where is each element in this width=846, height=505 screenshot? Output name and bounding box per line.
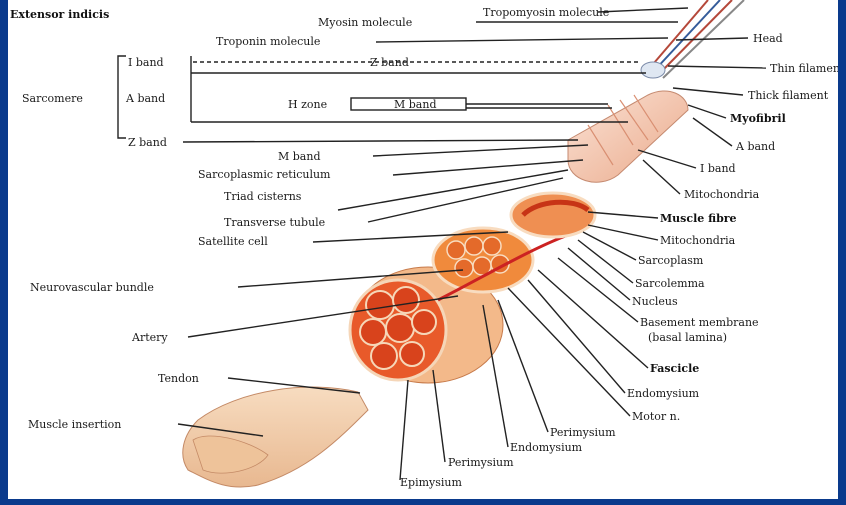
label-endomysium-bottom: Endomysium [510, 441, 583, 454]
label-perimysium-right: Perimysium [550, 426, 616, 439]
label-thick-filament: Thick filament [748, 89, 829, 102]
label-sarcomere: Sarcomere [22, 92, 83, 105]
label-m-band-box: M band [394, 98, 437, 111]
label-a-band-bracket: A band [125, 92, 165, 105]
label-nucleus: Nucleus [632, 295, 678, 308]
label-motor-n: Motor n. [632, 410, 680, 423]
label-i-band-right: I band [700, 162, 736, 175]
label-fascicle: Fascicle [650, 362, 699, 375]
figure-title: Extensor indicis [10, 8, 109, 21]
label-sarcolemma: Sarcolemma [635, 277, 705, 290]
label-myofibril: Myofibril [730, 112, 786, 125]
label-myosin-molecule: Myosin molecule [318, 16, 412, 29]
label-mitochondria-2: Mitochondria [660, 234, 736, 247]
label-epimysium: Epimysium [400, 476, 462, 489]
label-z-band-top: Z band [370, 56, 409, 69]
label-tropomyosin-molecule: Tropomyosin molecule [483, 6, 609, 19]
anatomy-figure: Extensor indicis Tropomyosin molecule My… [8, 0, 838, 499]
label-m-band-left: M band [278, 150, 321, 163]
label-muscle-insertion: Muscle insertion [28, 418, 121, 431]
label-troponin-molecule: Troponin molecule [216, 35, 320, 48]
label-mitochondria-1: Mitochondria [684, 188, 760, 201]
label-endomysium-right: Endomysium [627, 387, 700, 400]
label-tendon: Tendon [158, 372, 199, 385]
label-z-band-bottom: Z band [128, 136, 167, 149]
muscle-structure-diagram: Extensor indicis Tropomyosin molecule My… [8, 0, 838, 499]
label-satellite-cell: Satellite cell [198, 235, 268, 248]
label-sarcoplasm: Sarcoplasm [638, 254, 704, 267]
label-head: Head [753, 32, 783, 45]
label-basement-membrane: Basement membrane [640, 316, 759, 329]
thin-filament-cap [641, 62, 665, 78]
label-sarcoplasmic-reticulum: Sarcoplasmic reticulum [198, 168, 331, 181]
label-muscle-fibre: Muscle fibre [660, 212, 737, 225]
label-triad-cisterns: Triad cisterns [224, 190, 302, 203]
label-perimysium-bottom: Perimysium [448, 456, 514, 469]
label-artery: Artery [131, 331, 168, 344]
label-a-band-right: A band [735, 140, 775, 153]
label-transverse-tubule: Transverse tubule [224, 216, 325, 229]
label-thin-filament: Thin filament [770, 62, 838, 75]
label-basal-lamina: (basal lamina) [648, 331, 727, 344]
label-h-zone: H zone [288, 98, 327, 111]
label-i-band-bracket: I band [128, 56, 164, 69]
label-neurovascular-bundle: Neurovascular bundle [30, 281, 154, 294]
